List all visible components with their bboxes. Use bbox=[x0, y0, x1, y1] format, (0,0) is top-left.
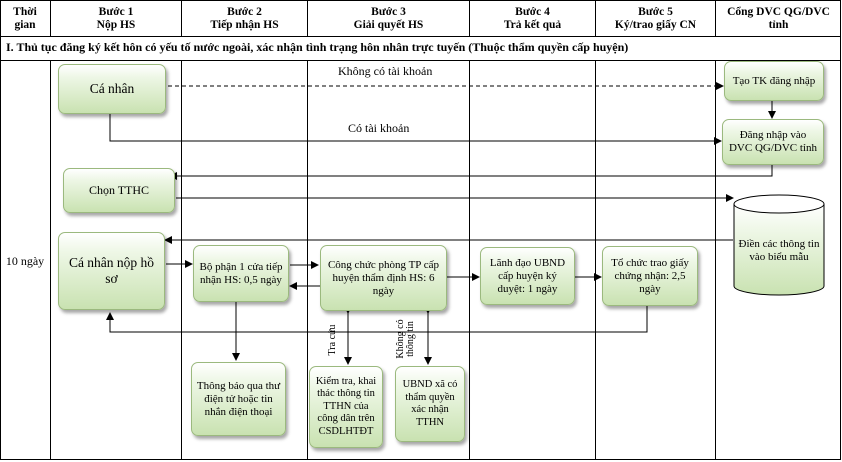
header-step-1-num: Bước 1 bbox=[98, 6, 134, 18]
form-database-shape bbox=[733, 194, 825, 296]
label-no-account: Không có tài khoản bbox=[338, 64, 433, 78]
header-step-2: Bước 2 Tiếp nhận HS bbox=[182, 2, 307, 36]
header-step-5-name: Ký/trao giấy CN bbox=[614, 19, 697, 31]
header-step-3-name: Giải quyết HS bbox=[353, 19, 424, 31]
time-value: 10 ngày bbox=[5, 253, 45, 268]
header-time: Thời gian bbox=[0, 2, 50, 36]
box-officer-review: Công chức phòng TP cấp huyện thẩm định H… bbox=[320, 245, 447, 311]
box-fill-form: Điền các thông tin vào biểu mẫu bbox=[738, 238, 820, 263]
section-title: I. Thủ tục đăng ký kết hôn có yếu tố nướ… bbox=[6, 40, 629, 54]
header-portal-line2: tỉnh bbox=[768, 19, 789, 31]
connectors bbox=[106, 82, 776, 365]
box-submit-dossier: Cá nhân nộp hồ sơ bbox=[58, 232, 165, 310]
header-step-3: Bước 3 Giải quyết HS bbox=[308, 2, 469, 36]
header-step-1-name: Nộp HS bbox=[96, 19, 136, 31]
header-step-5-num: Bước 5 bbox=[638, 6, 673, 18]
label-no-info: Không có thông tin bbox=[395, 314, 418, 364]
box-reception-desk: Bộ phận 1 cửa tiếp nhận HS: 0,5 ngày bbox=[193, 245, 289, 302]
box-deliver-certificate: Tổ chức trao giấy chứng nhận: 2,5 ngày bbox=[602, 246, 698, 306]
box-individual: Cá nhân bbox=[58, 64, 166, 114]
box-login-portal: Đăng nhập vào DVC QG/DVC tỉnh bbox=[722, 119, 824, 165]
box-notification: Thông báo qua thư điện tử hoặc tin nhắn … bbox=[191, 362, 286, 436]
header-step-4-name: Trả kết quả bbox=[503, 19, 562, 31]
box-check-database: Kiểm tra, khai thác thông tin TTHN của c… bbox=[309, 366, 383, 448]
header-step-4-num: Bước 4 bbox=[515, 6, 550, 18]
arrow-has-account bbox=[109, 113, 722, 145]
label-no-info-line2: thông tin bbox=[405, 321, 416, 357]
header-step-4: Bước 4 Trả kết quả bbox=[470, 2, 595, 36]
box-leader-approve: Lãnh đạo UBND cấp huyện ký duyệt: 1 ngày bbox=[480, 247, 575, 305]
header-step-1: Bước 1 Nộp HS bbox=[51, 2, 181, 36]
label-has-account: Có tài khoản bbox=[348, 121, 410, 135]
header-step-3-num: Bước 3 bbox=[371, 6, 406, 18]
arrow-deliver-to-citizen bbox=[106, 306, 648, 333]
header-step-5: Bước 5 Ký/trao giấy CN bbox=[596, 2, 715, 36]
header-step-2-name: Tiếp nhận HS bbox=[210, 19, 279, 31]
label-lookup: Tra cứu bbox=[327, 324, 338, 356]
box-create-account: Tạo TK đăng nhập bbox=[724, 61, 824, 101]
header-portal: Cổng DVC QG/DVC tỉnh bbox=[716, 2, 841, 36]
header-time-line1: Thời bbox=[13, 6, 37, 18]
header-portal-line1: Cổng DVC QG/DVC bbox=[727, 6, 830, 18]
header-step-2-num: Bước 2 bbox=[227, 6, 262, 18]
box-commune-confirm: UBND xã có thẩm quyền xác nhận TTHN bbox=[395, 366, 465, 442]
arrow-login-to-select bbox=[169, 164, 773, 180]
header-time-line2: gian bbox=[14, 19, 36, 31]
box-select-procedure: Chọn TTHC bbox=[63, 168, 175, 213]
